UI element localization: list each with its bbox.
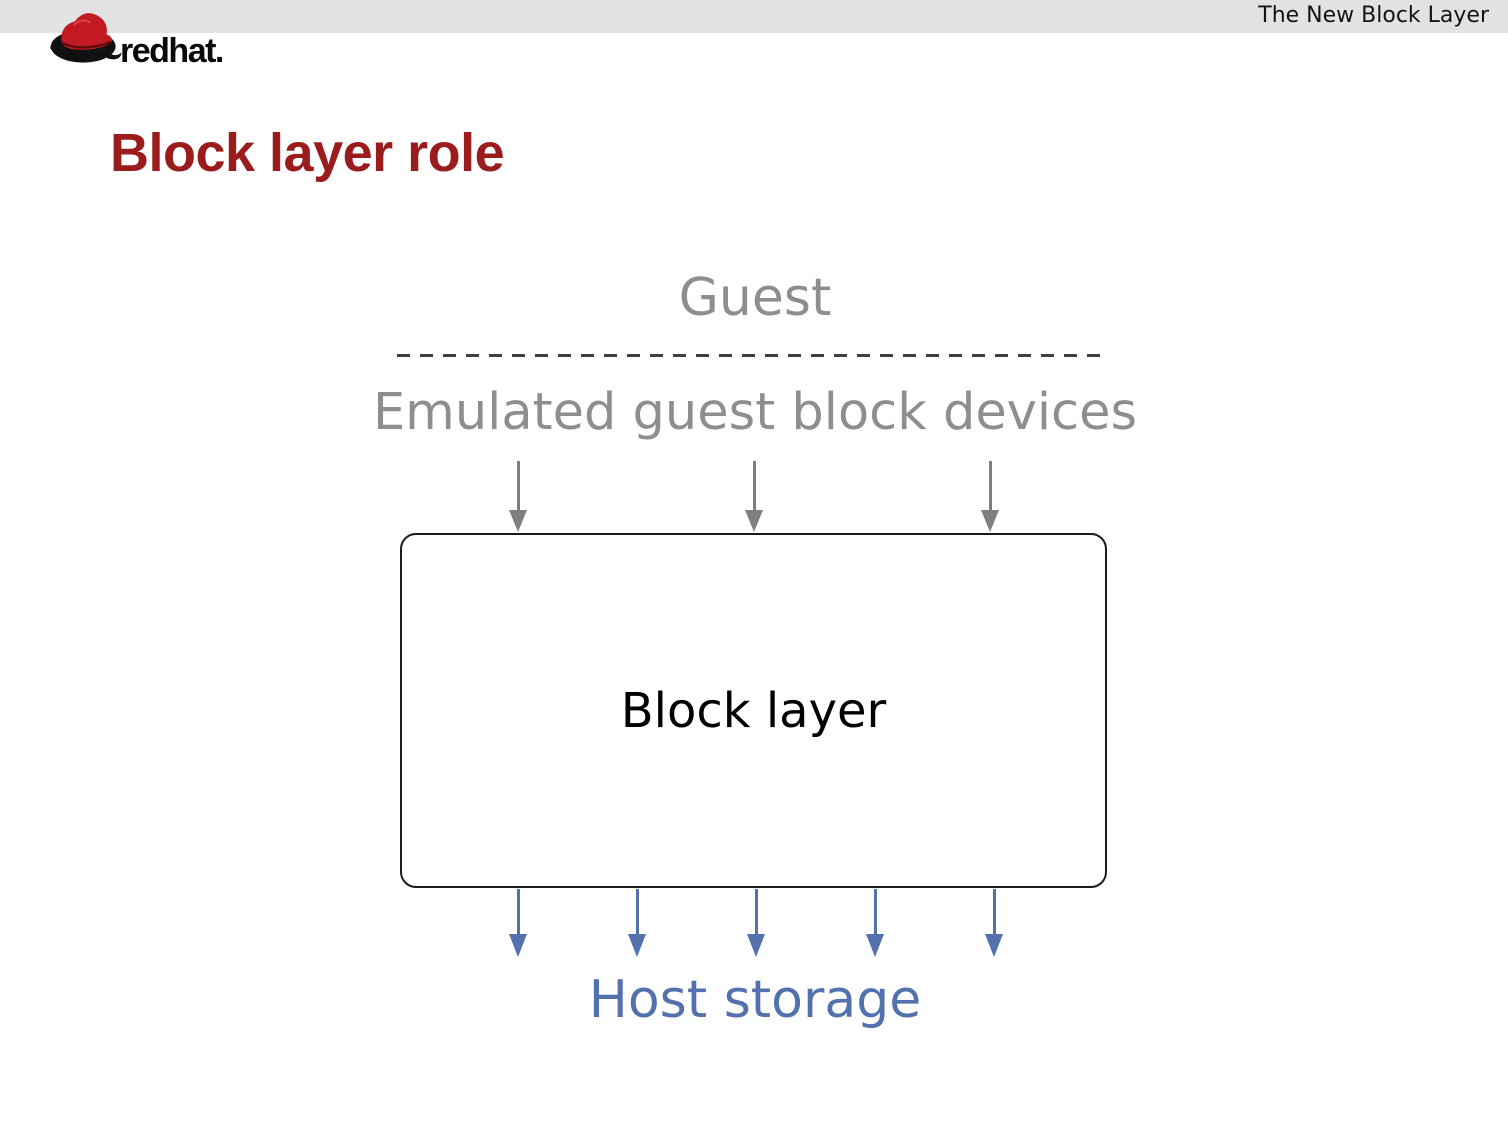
down-arrow-icon xyxy=(745,461,763,532)
down-arrow-icon xyxy=(981,461,999,532)
block-layer-label: Block layer xyxy=(620,682,887,739)
logo-word-hat: hat. xyxy=(168,32,224,70)
down-arrow-icon xyxy=(985,889,1003,957)
down-arrow-icon xyxy=(509,889,527,957)
guest-label: Guest xyxy=(678,268,832,328)
page-title: Block layer role xyxy=(110,123,505,183)
block-layer-box: Block layer xyxy=(400,533,1107,888)
down-arrow-icon xyxy=(509,461,527,532)
redhat-hat-icon xyxy=(50,13,122,63)
guest-boundary-dashed-line xyxy=(397,354,1110,357)
top-bar: The New Block Layer xyxy=(0,0,1508,33)
down-arrow-icon xyxy=(866,889,884,957)
down-arrow-icon xyxy=(628,889,646,957)
host-storage-label: Host storage xyxy=(588,970,922,1030)
emulated-devices-label: Emulated guest block devices xyxy=(372,383,1138,442)
logo-word-red: red xyxy=(120,32,170,70)
top-bar-title: The New Block Layer xyxy=(1258,3,1489,28)
redhat-logo: redhat. xyxy=(46,6,224,70)
redhat-logo-text: redhat. xyxy=(120,32,224,70)
down-arrow-icon xyxy=(747,889,765,957)
